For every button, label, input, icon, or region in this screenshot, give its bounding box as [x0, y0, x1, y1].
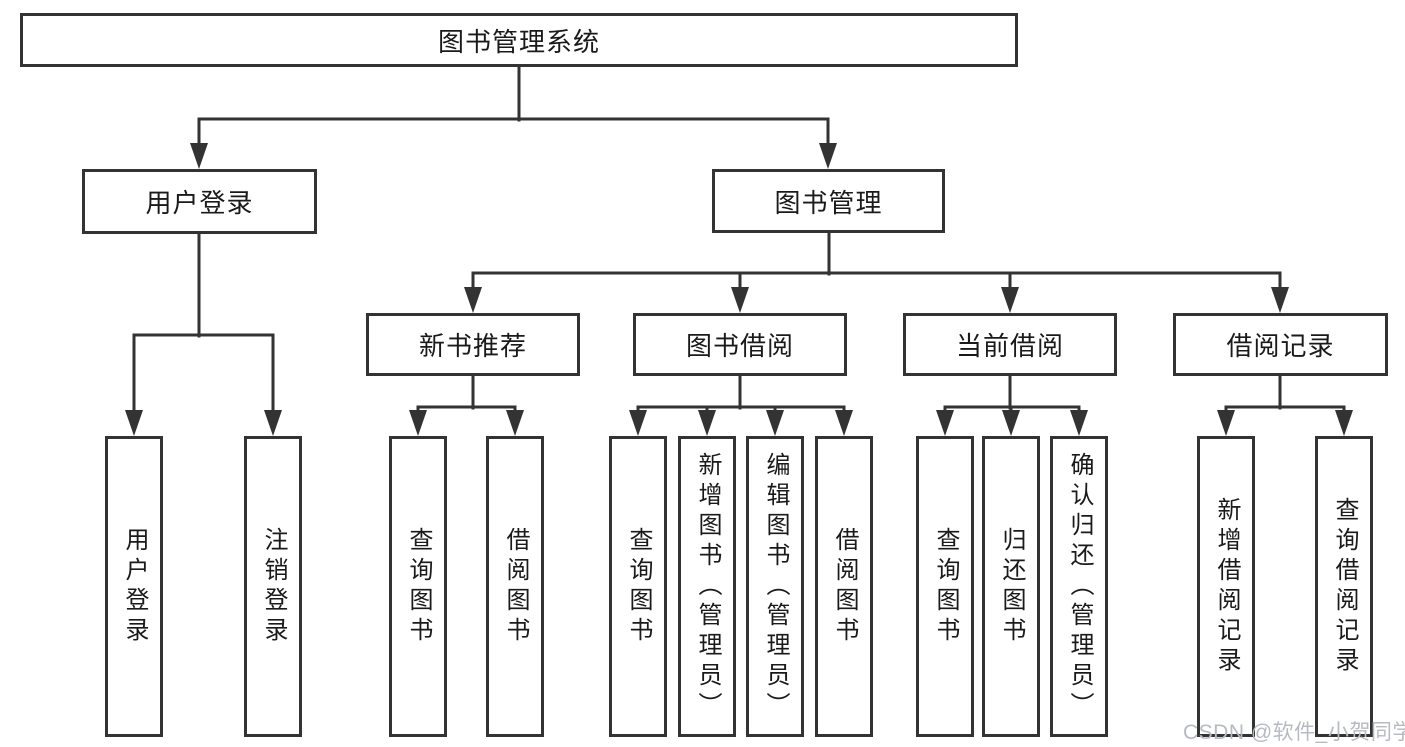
- node-borrowing-records: 借阅记录: [1173, 313, 1388, 376]
- leaf-add-borrow-record: 新增借阅记录: [1197, 436, 1255, 737]
- arrowhead-icon: [1271, 287, 1289, 313]
- node-new-book-recommendation: 新书推荐: [366, 313, 580, 376]
- arrowhead-icon: [464, 287, 482, 313]
- leaf-query-books-newbook: 查询图书: [389, 436, 447, 737]
- arrowhead-icon: [766, 410, 784, 436]
- leaf-add-books-admin: 新增图书（管理员）: [678, 436, 736, 737]
- arrowhead-icon: [819, 143, 837, 169]
- arrowhead-icon: [1335, 410, 1353, 436]
- leaf-label: 编辑图书（管理员）: [762, 451, 789, 722]
- leaf-label: 新增借阅记录: [1213, 496, 1240, 677]
- leaf-borrow-books-borrowing: 借阅图书: [815, 436, 873, 737]
- arrowhead-icon: [1002, 410, 1020, 436]
- arrowhead-icon: [1001, 287, 1019, 313]
- leaf-label: 用户登录: [121, 526, 148, 647]
- leaf-return-books: 归还图书: [982, 436, 1040, 737]
- node-label: 借阅记录: [1226, 331, 1335, 361]
- node-book-management: 图书管理: [712, 169, 945, 233]
- arrowhead-icon: [264, 410, 282, 436]
- arrowhead-icon: [731, 287, 749, 313]
- node-label: 图书借阅: [685, 331, 794, 361]
- node-label: 当前借阅: [955, 331, 1064, 361]
- arrowhead-icon: [835, 410, 853, 436]
- arrowhead-icon: [936, 410, 954, 436]
- node-label: 图书管理: [774, 187, 883, 218]
- leaf-query-borrow-record: 查询借阅记录: [1315, 436, 1373, 737]
- node-label: 图书管理系统: [437, 26, 600, 57]
- leaf-label: 借阅图书: [831, 526, 858, 647]
- node-label: 新书推荐: [418, 331, 527, 361]
- leaf-label: 新增图书（管理员）: [694, 451, 721, 722]
- arrowhead-icon: [125, 410, 143, 436]
- arrowhead-icon: [629, 410, 647, 436]
- leaf-edit-books-admin: 编辑图书（管理员）: [746, 436, 804, 737]
- leaf-label: 查询图书: [405, 526, 432, 647]
- leaf-label: 查询图书: [625, 526, 652, 647]
- leaf-label: 归还图书: [998, 526, 1025, 647]
- leaf-query-books-current: 查询图书: [916, 436, 974, 737]
- leaf-logout: 注销登录: [244, 436, 302, 737]
- node-current-borrowing: 当前借阅: [903, 313, 1117, 376]
- arrowhead-icon: [1217, 410, 1235, 436]
- leaf-label: 借阅图书: [502, 526, 529, 647]
- leaf-confirm-return-admin: 确认归还（管理员）: [1050, 436, 1108, 737]
- leaf-query-books-borrowing: 查询图书: [609, 436, 667, 737]
- leaf-label: 确认归还（管理员）: [1066, 451, 1093, 722]
- node-book-borrowing: 图书借阅: [633, 313, 847, 376]
- arrowhead-icon: [698, 410, 716, 436]
- arrowhead-icon: [409, 410, 427, 436]
- arrowhead-icon: [506, 410, 524, 436]
- node-label: 用户登录: [145, 188, 254, 218]
- arrowhead-icon: [1070, 410, 1088, 436]
- leaf-label: 查询借阅记录: [1331, 496, 1358, 677]
- leaf-borrow-books-newbook: 借阅图书: [486, 436, 544, 737]
- leaf-label: 注销登录: [260, 526, 287, 647]
- leaf-user-login: 用户登录: [105, 436, 163, 737]
- node-user-login: 用户登录: [82, 169, 317, 234]
- node-library-management-system: 图书管理系统: [20, 13, 1018, 67]
- arrowhead-icon: [190, 143, 208, 169]
- leaf-label: 查询图书: [932, 526, 959, 647]
- watermark: CSDN @软件_小贺同学: [1183, 721, 1405, 744]
